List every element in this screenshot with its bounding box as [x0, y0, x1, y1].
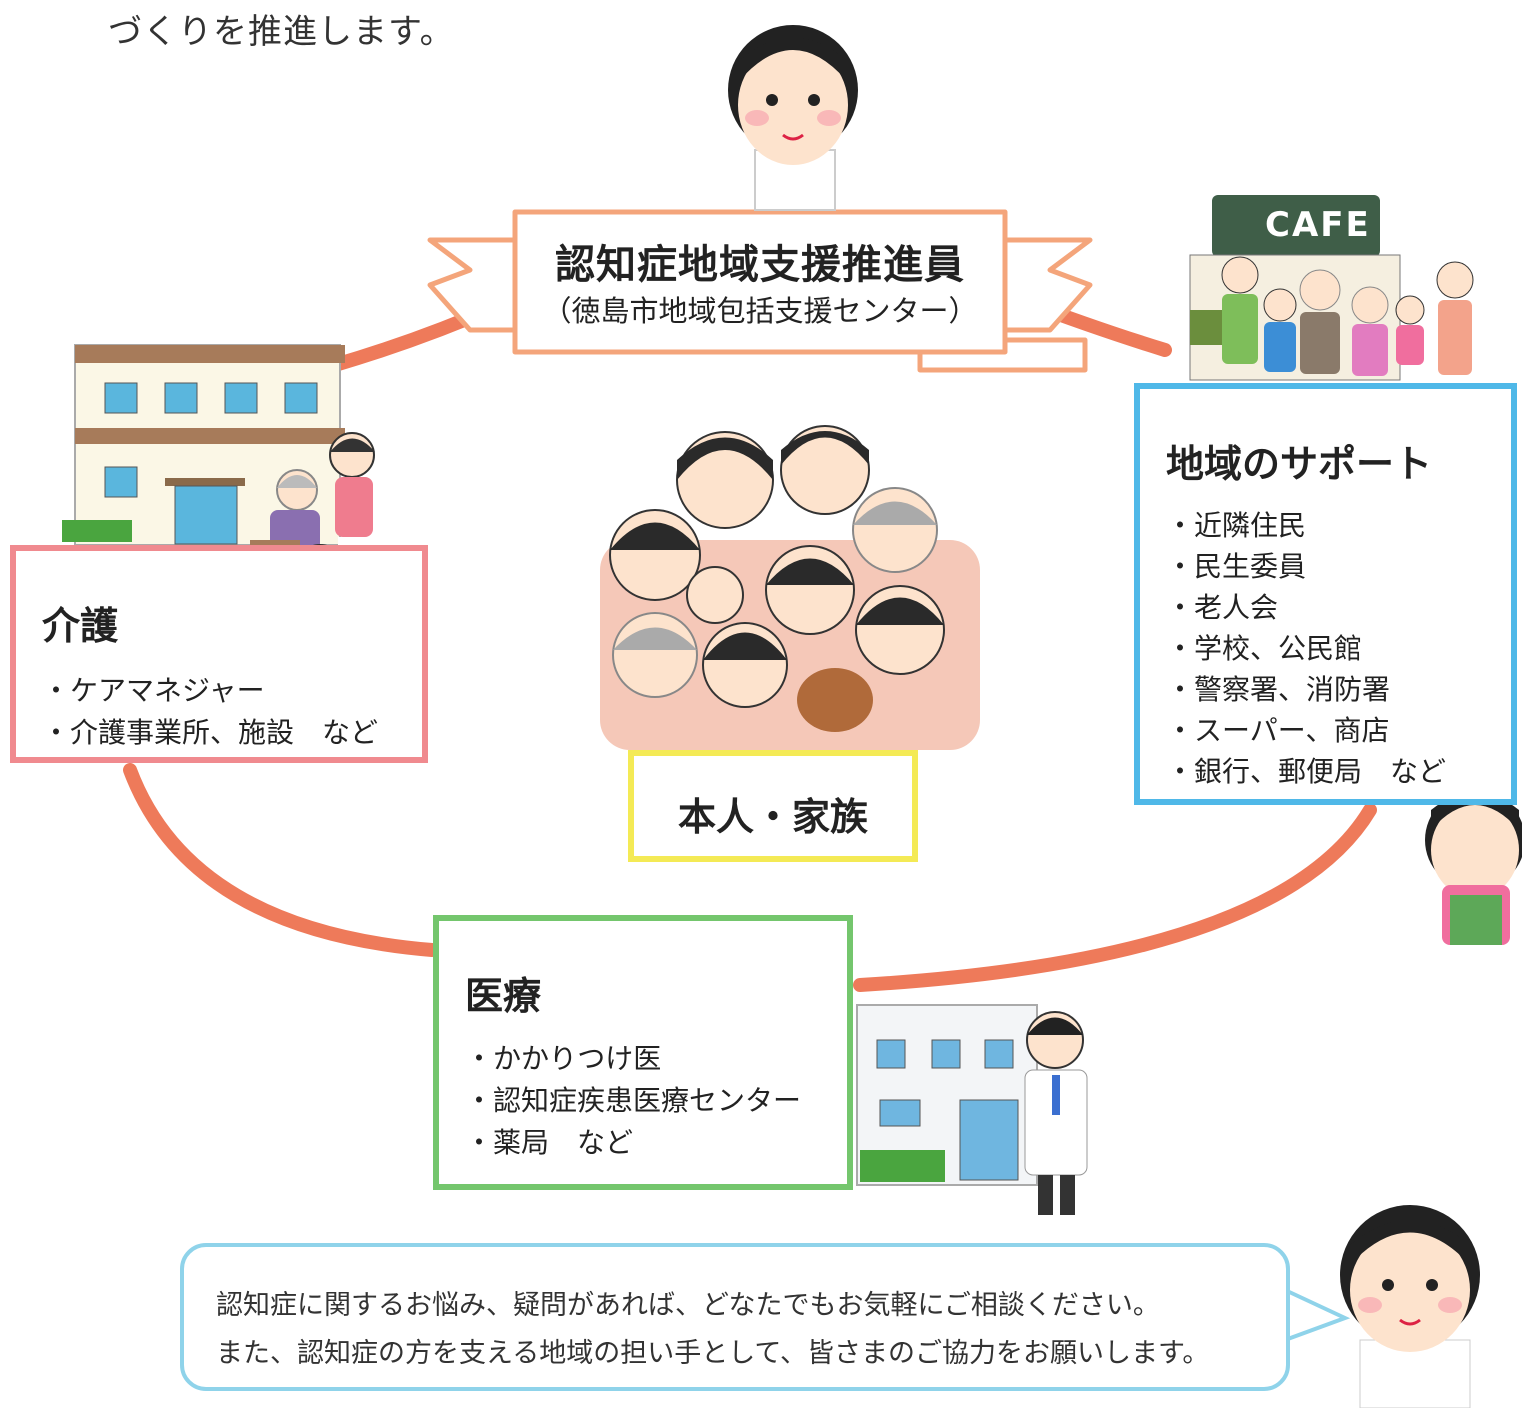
- kaigo-title: 介護: [42, 604, 119, 648]
- chiiki-item: ・老人会: [1166, 591, 1279, 624]
- kaigo-item: ・介護事業所、施設 など: [42, 716, 379, 749]
- chiiki-item: ・警察署、消防署: [1166, 673, 1391, 706]
- chiiki-item: ・近隣住民: [1166, 509, 1307, 542]
- kaigo-item: ・ケアマネジャー: [42, 674, 265, 707]
- chiiki-title: 地域のサポート: [1166, 442, 1433, 486]
- iryo-box: 医療 ・かかりつけ医 ・認知症疾患医療センター ・薬局 など: [433, 915, 853, 1190]
- cafe-people: [1221, 256, 1474, 376]
- chiiki-item: ・学校、公民館: [1166, 632, 1363, 665]
- shop-clerk-woman-icon: [1425, 790, 1522, 945]
- honnin-box: 本人・家族: [628, 750, 918, 862]
- ribbon-tail-left: [427, 237, 518, 333]
- ribbon-banner: [427, 209, 1093, 373]
- ribbon-body: [512, 209, 1008, 355]
- connector-chiiki-iryo: [853, 803, 1377, 992]
- chiiki-box: 地域のサポート ・近隣住民 ・民生委員 ・老人会 ・学校、公民館 ・警察署、消防…: [1134, 383, 1517, 805]
- message-line-2: また、認知症の方を支える地域の担い手として、皆さまのご協力をお願いします。: [216, 1338, 1210, 1369]
- doctor-icon: [1024, 1011, 1088, 1215]
- speech-tail: [1283, 1286, 1351, 1343]
- iryo-item: ・薬局 など: [465, 1126, 634, 1159]
- chiiki-item: ・スーパー、商店: [1166, 714, 1390, 747]
- iryo-title: 医療: [465, 974, 542, 1018]
- chiiki-item: ・銀行、郵便局 など: [1166, 755, 1447, 788]
- clinic-building-icon: [856, 1004, 1038, 1186]
- message-line-1: 認知症に関するお悩み、疑問があれば、どなたでもお気軽にご相談ください。: [216, 1290, 1160, 1321]
- cafe-sign: CAFE: [1265, 205, 1371, 245]
- chiiki-item: ・民生委員: [1166, 550, 1307, 583]
- speech-bubble: 認知症に関するお悩み、疑問があれば、どなたでもお気軽にご相談ください。 また、認…: [180, 1243, 1290, 1391]
- iryo-item: ・認知症疾患医療センター: [465, 1084, 802, 1117]
- honnin-title: 本人・家族: [677, 795, 868, 839]
- ribbon-subtitle: （徳島市地域包括支援センター）: [542, 294, 978, 328]
- cafe-shop-icon: [1189, 195, 1474, 381]
- kaigo-box: 介護 ・ケアマネジャー ・介護事業所、施設 など: [10, 545, 428, 763]
- family-group-icon: [600, 425, 980, 750]
- counselor-woman-icon: [728, 25, 858, 211]
- connector-kaigo-iryo: [123, 763, 439, 957]
- counselor-woman-bottom-icon: [1340, 1205, 1480, 1408]
- ribbon-title: 認知症地域支援推進員: [555, 242, 965, 288]
- intro-text: づくりを推進します。: [108, 12, 455, 52]
- iryo-item: ・かかりつけ医: [465, 1042, 662, 1075]
